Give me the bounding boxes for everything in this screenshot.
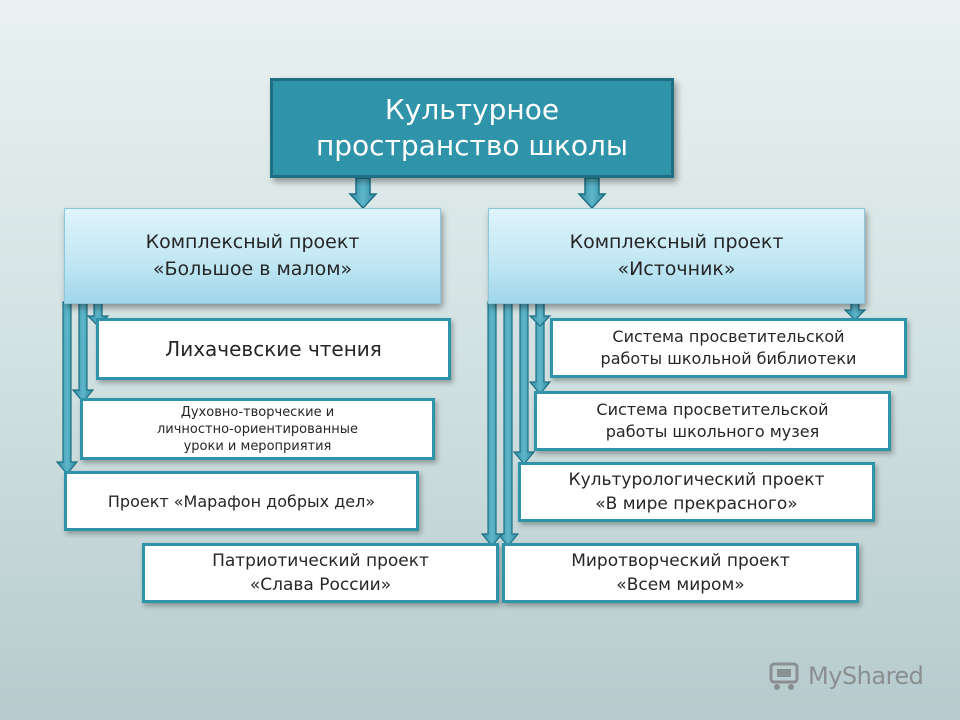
root-label: Культурное пространство школы	[315, 93, 629, 162]
arrow-root-to-right-project	[577, 177, 607, 210]
node-vsem-mirom: Миротворческий проект «Всем миром»	[502, 543, 859, 603]
arrow-to-mir-prekrasnogo	[512, 301, 536, 465]
node-label: Лихачевские чтения	[165, 337, 382, 361]
node-dukhovno-tvorcheskie: Духовно-творческие и личностно-ориентиро…	[80, 398, 435, 460]
arrow-to-slava-rossii	[480, 301, 504, 547]
node-label: Культурологический проект «В мире прекра…	[568, 470, 825, 514]
arrow-to-dukhovno	[71, 301, 95, 403]
node-label: Система просветительской работы школьной…	[600, 327, 857, 368]
node-label: Проект «Марафон добрых дел»	[107, 491, 376, 511]
shopping-cart-icon	[769, 662, 799, 690]
arrow-to-vsem-mirom	[496, 301, 520, 547]
node-label: Миротворческий проект «Всем миром»	[571, 551, 790, 595]
arrow-root-to-left-project	[348, 177, 378, 210]
node-sistema-biblioteki: Система просветительской работы школьной…	[550, 318, 907, 378]
project-istochnik: Комплексный проект «Источник»	[488, 208, 865, 304]
node-likhachev-readings: Лихачевские чтения	[96, 318, 451, 380]
root-node: Культурное пространство школы	[270, 78, 674, 178]
node-slava-rossii: Патриотический проект «Слава России»	[142, 543, 499, 603]
watermark-text: MyShared	[808, 662, 924, 690]
arrow-to-marafon	[55, 301, 79, 475]
node-label: Патриотический проект «Слава России»	[212, 551, 429, 595]
arrow-to-vtoroy-pravoy	[528, 301, 552, 327]
node-sistema-muzeya: Система просветительской работы школьног…	[534, 391, 891, 451]
node-label: Система просветительской работы школьног…	[596, 400, 829, 441]
node-marafon-dobrykh-del: Проект «Марафон добрых дел»	[64, 471, 419, 531]
project-bolshoe-v-malom: Комплексный проект «Большое в малом»	[64, 208, 441, 304]
node-v-mire-prekrasnogo: Культурологический проект «В мире прекра…	[518, 462, 875, 522]
project-label: Комплексный проект «Источник»	[569, 231, 784, 280]
node-label: Духовно-творческие и личностно-ориентиро…	[156, 404, 359, 454]
project-label: Комплексный проект «Большое в малом»	[145, 231, 360, 280]
watermark-logo: MyShared	[768, 656, 928, 696]
